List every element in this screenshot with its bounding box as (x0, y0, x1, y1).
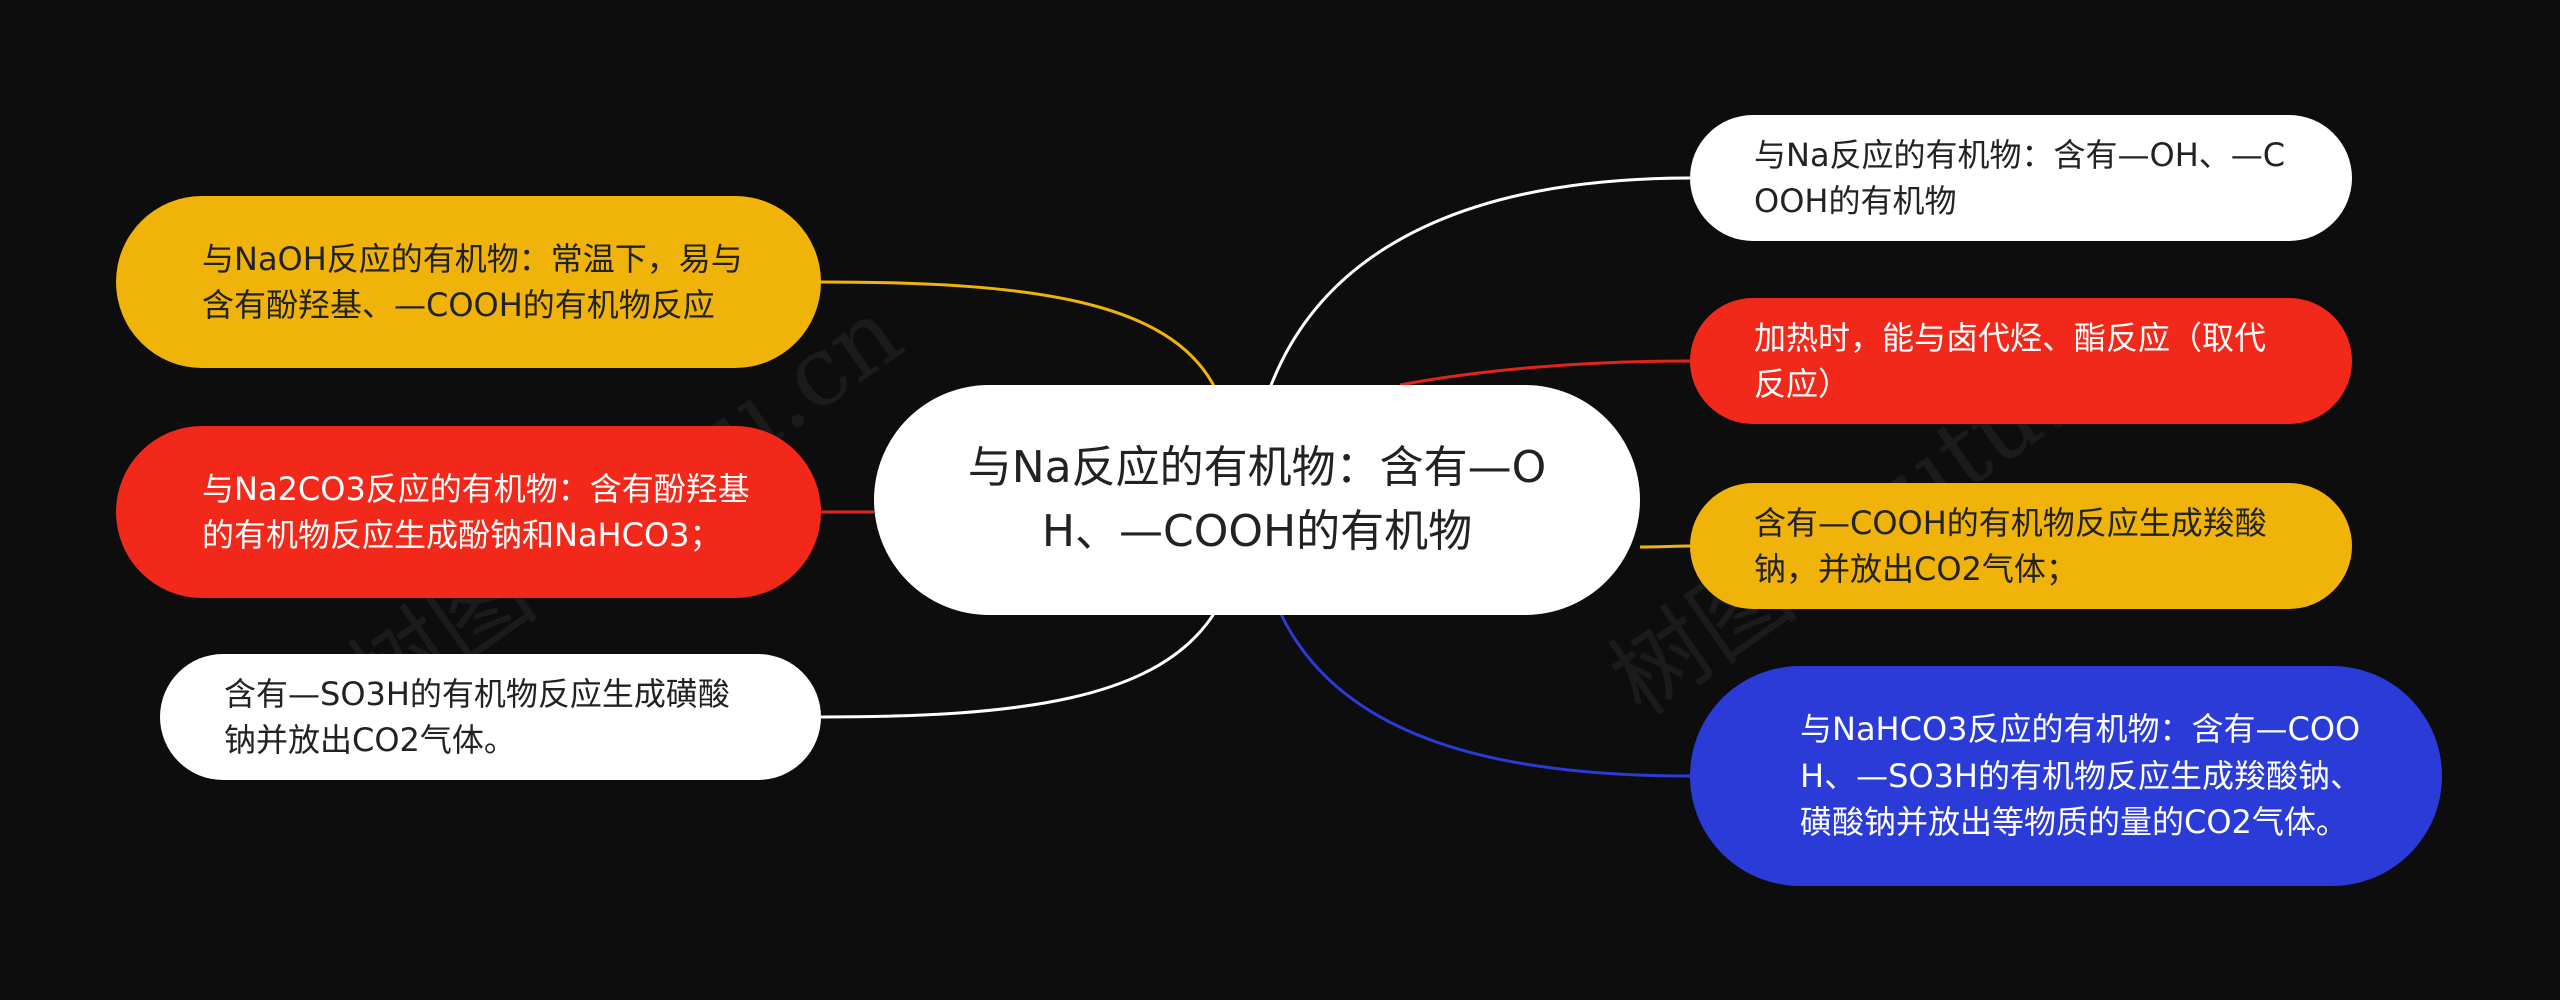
connector-right-4 (1278, 611, 1691, 778)
topic-label: 含有—SO3H的有机物反应生成磺酸钠并放出CO2气体。 (224, 674, 730, 759)
connector-right-2 (1399, 359, 1691, 387)
central-topic-label: 与Na反应的有机物：含有—OH、—COOH的有机物 (967, 442, 1547, 557)
connector-left-1 (820, 280, 1217, 389)
topic-cooh-carboxylate[interactable]: 含有—COOH的有机物反应生成羧酸钠，并放出CO2气体； (1690, 483, 2352, 609)
topic-label: 与NaOH反应的有机物：常温下，易与含有酚羟基、—COOH的有机物反应 (202, 239, 743, 324)
topic-naoh-reaction[interactable]: 与NaOH反应的有机物：常温下，易与含有酚羟基、—COOH的有机物反应 (116, 196, 821, 368)
topic-label: 含有—COOH的有机物反应生成羧酸钠，并放出CO2气体； (1754, 503, 2267, 588)
connector-right-3 (1639, 544, 1691, 549)
topic-label: 加热时，能与卤代烃、酯反应（取代反应） (1754, 318, 2267, 403)
topic-label: 与NaHCO3反应的有机物：含有—COOH、—SO3H的有机物反应生成羧酸钠、磺… (1800, 710, 2362, 842)
topic-so3h-sulfonate[interactable]: 含有—SO3H的有机物反应生成磺酸钠并放出CO2气体。 (160, 654, 821, 780)
topic-nahco3-reaction[interactable]: 与NaHCO3反应的有机物：含有—COOH、—SO3H的有机物反应生成羧酸钠、磺… (1690, 666, 2442, 886)
topic-heating-substitution[interactable]: 加热时，能与卤代烃、酯反应（取代反应） (1690, 298, 2352, 424)
topic-label: 与Na反应的有机物：含有—OH、—COOH的有机物 (1754, 135, 2286, 220)
connector-left-3 (820, 611, 1217, 719)
connector-right-1 (1268, 176, 1691, 389)
topic-na2co3-reaction[interactable]: 与Na2CO3反应的有机物：含有酚羟基的有机物反应生成酚钠和NaHCO3； (116, 426, 821, 598)
topic-na-reaction[interactable]: 与Na反应的有机物：含有—OH、—COOH的有机物 (1690, 115, 2352, 241)
topic-label: 与Na2CO3反应的有机物：含有酚羟基的有机物反应生成酚钠和NaHCO3； (202, 469, 750, 554)
central-topic[interactable]: 与Na反应的有机物：含有—OH、—COOH的有机物 (874, 385, 1640, 615)
